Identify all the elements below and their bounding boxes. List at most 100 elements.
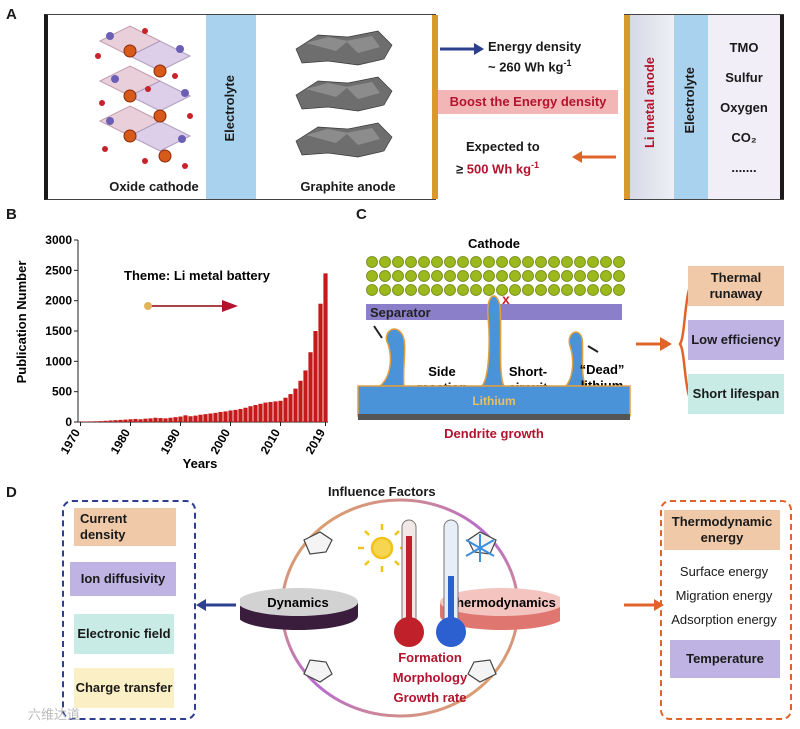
- dead-lithium-dendrite: [564, 331, 588, 387]
- bar-2017: [313, 331, 318, 422]
- cathode-particle: [548, 270, 560, 282]
- panel-c-label: C: [356, 206, 367, 223]
- adsorption-energy: Adsorption energy: [671, 612, 777, 627]
- collector-left: [624, 15, 630, 199]
- bar-1983: [143, 418, 148, 422]
- energy-density-value: ~ 260 Wh kg: [488, 59, 564, 75]
- bar-1979: [123, 419, 128, 422]
- short-circuit-mark: x: [502, 291, 510, 307]
- bar-1986: [158, 418, 163, 422]
- dynamics-disc-top: [240, 588, 358, 616]
- cathode-particle: [561, 270, 573, 282]
- y-tick-label: 3000: [45, 233, 72, 247]
- y-tick-label: 1000: [45, 354, 72, 368]
- cathode-particle: [600, 284, 612, 296]
- cathode-particle: [548, 284, 560, 296]
- bar-2005: [253, 405, 258, 422]
- cathode-particle: [431, 284, 443, 296]
- sun-icon: [358, 524, 406, 572]
- cathode-options-block: [708, 15, 780, 199]
- oxide-cathode-label: Oxide cathode: [109, 179, 199, 194]
- factor-electronic-field: Electronic field: [74, 614, 174, 654]
- cathode-particle: [431, 256, 443, 268]
- cathode-particle: [613, 256, 625, 268]
- conventional-cell: Oxide cathode Electrolyte Graphite anode: [44, 14, 438, 200]
- li-metal-block: [630, 15, 674, 199]
- cathode-particle: [444, 284, 456, 296]
- bar-1982: [138, 419, 143, 422]
- cathode-particle: [496, 256, 508, 268]
- bar-2016: [308, 352, 313, 422]
- cathode-particle: [535, 256, 547, 268]
- cathode-particle: [392, 284, 404, 296]
- cathode-particle: [392, 256, 404, 268]
- bar-1991: [183, 415, 188, 422]
- bar-1973: [93, 421, 98, 422]
- y-tick-label: 2000: [45, 294, 72, 308]
- bar-1990: [178, 416, 183, 422]
- bar-2013: [293, 388, 298, 422]
- cathode-particle: [366, 284, 378, 296]
- side-reaction-dendrite: [377, 328, 406, 387]
- expected-line2: ≥ 500 Wh kg-1: [456, 156, 540, 178]
- side-reaction-line1: Side: [428, 364, 455, 379]
- expected-prefix: ≥: [456, 161, 467, 177]
- option-oxygen: Oxygen: [720, 100, 768, 115]
- option-more: .......: [731, 160, 757, 175]
- bar-1984: [148, 418, 153, 422]
- boost-text: Boost the Energy density: [449, 94, 607, 109]
- li-metal-cell: Li metal anode Electrolyte TMO Sulfur Ox…: [624, 14, 784, 200]
- cathode-particle: [587, 284, 599, 296]
- cathode-particle: [561, 256, 573, 268]
- right-edge: [780, 15, 784, 199]
- cathode-particle: [470, 270, 482, 282]
- bar-1997: [213, 412, 218, 422]
- cathode-particle: [470, 284, 482, 296]
- cathode-particle: [535, 270, 547, 282]
- cathode-particle: [574, 284, 586, 296]
- expected-text: Expected to ≥ 500 Wh kg-1: [456, 138, 540, 178]
- bar-2008: [268, 401, 273, 422]
- substrate: [358, 414, 630, 420]
- energy-density-line2: ~ 260 Wh kg-1: [488, 55, 581, 75]
- cathode-particle: [483, 256, 495, 268]
- cathode-particle: [509, 256, 521, 268]
- bar-2007: [263, 402, 268, 422]
- cathode-particle: [535, 284, 547, 296]
- bar-2018: [318, 303, 323, 422]
- thermal-runaway-box: Thermal runaway: [688, 266, 784, 306]
- thermo-disc-top: [440, 588, 560, 616]
- electrolyte-left-label: Electrolyte: [222, 75, 237, 142]
- cathode-particle: [418, 284, 430, 296]
- cathode-particle: [418, 256, 430, 268]
- cathode-particle: [496, 284, 508, 296]
- bar-2014: [298, 380, 303, 422]
- bar-1992: [188, 416, 193, 422]
- short-circuit-line1: Short-: [509, 364, 547, 379]
- cathode-particle: [366, 270, 378, 282]
- option-co2: CO₂: [731, 130, 757, 145]
- electrolyte-right-label: Electrolyte: [682, 67, 697, 134]
- dendrite-growth-label: Dendrite growth: [444, 426, 544, 441]
- cathode-particle: [613, 270, 625, 282]
- cathode-particle: [509, 270, 521, 282]
- hot-thermometer-icon: [394, 519, 424, 647]
- cathode-particle: [444, 256, 456, 268]
- cathode-particle: [522, 284, 534, 296]
- cathode-particle: [457, 256, 469, 268]
- migration-energy: Migration energy: [675, 588, 773, 603]
- pointing-hand-icons: [303, 531, 497, 683]
- bar-2019: [323, 273, 328, 422]
- x-tick-label: 1980: [108, 426, 134, 456]
- factor-charge-transfer: Charge transfer: [74, 668, 174, 708]
- cathode-particle: [522, 270, 534, 282]
- lithium-layer: [357, 385, 631, 417]
- bar-1998: [218, 411, 223, 422]
- y-tick-label: 2500: [45, 263, 72, 277]
- li-metal-anode-label: Li metal anode: [642, 57, 657, 149]
- x-tick-label: 2000: [208, 426, 234, 456]
- y-tick-label: 1500: [45, 324, 72, 338]
- bar-2006: [258, 403, 263, 422]
- thermodynamics-label: Thermodynamics: [448, 595, 556, 610]
- dynamics-label: Dynamics: [267, 595, 328, 610]
